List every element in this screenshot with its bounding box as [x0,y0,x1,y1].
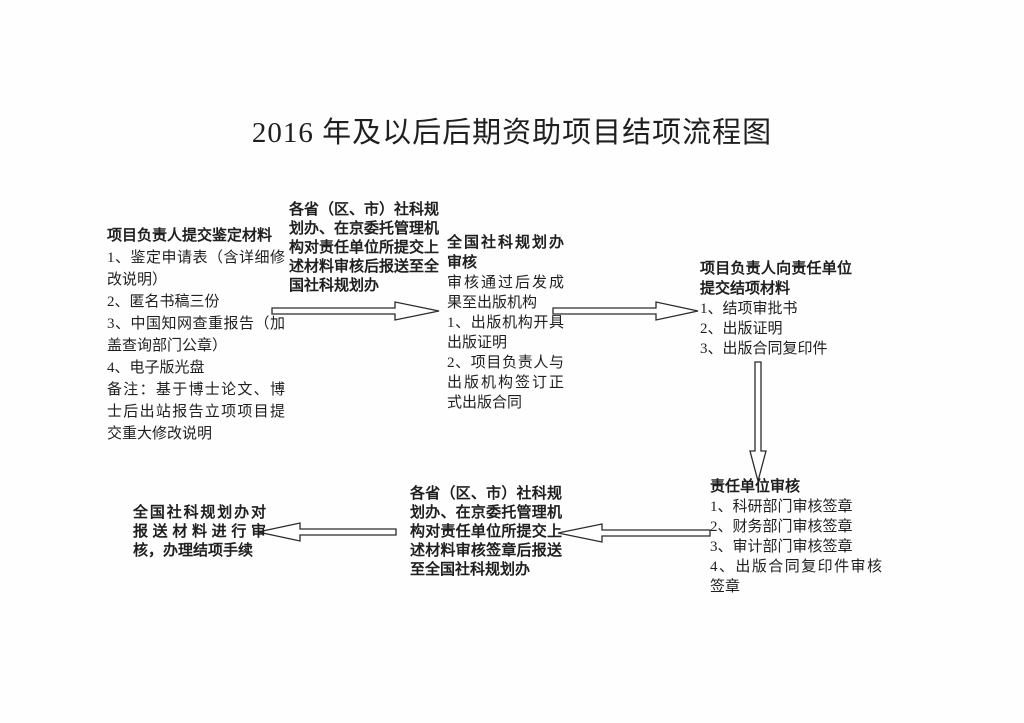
step-item: 1、结项审批书 [700,301,798,317]
step-heading: 项目负责人向责任单位提交结项材料 [700,261,852,297]
step-item: 2、匿名书稿三份 [107,294,220,310]
flow-step-national-review: 全国社科规划办审核 审核通过后发成果至出版机构 1、出版机构开具出版证明 2、项… [447,233,564,413]
step-text: 各省（区、市）社科规划办、在京委托管理机构对责任单位所提交上述材料审核签章后报送… [410,486,562,578]
flow-step-provincial-forward: 各省（区、市）社科规划办、在京委托管理机构对责任单位所提交上述材料审核后报送至全… [289,201,439,296]
flow-arrow-left-icon [557,523,711,543]
step-item: 3、中国知网查重报告（加盖查询部门公章） [107,316,285,354]
step-item: 2、财务部门审核签章 [710,519,853,535]
flow-step-final-review: 全国社科规划办对报送材料进行审核，办理结项手续 [133,504,266,561]
step-item: 1、鉴定申请表（含详细修改说明） [107,250,285,288]
step-item: 3、审计部门审核签章 [710,539,853,555]
flow-step-submit-appraisal-materials: 项目负责人提交鉴定材料 1、鉴定申请表（含详细修改说明） 2、匿名书稿三份 3、… [107,225,285,445]
flow-step-unit-review: 责任单位审核 1、科研部门审核签章 2、财务部门审核签章 3、审计部门审核签章 … [710,477,882,597]
step-item: 4、电子版光盘 [107,360,205,376]
step-heading: 全国社科规划办审核 [447,235,564,271]
step-item: 4、出版合同复印件审核签章 [710,559,882,595]
step-text: 各省（区、市）社科规划办、在京委托管理机构对责任单位所提交上述材料审核后报送至全… [289,202,440,294]
flow-arrow-right-icon [552,301,699,321]
step-note: 审核通过后发成果至出版机构 [447,275,564,311]
step-item: 2、出版证明 [700,321,783,337]
step-text: 全国社科规划办对报送材料进行审核，办理结项手续 [133,505,266,559]
step-item: 1、出版机构开具出版证明 [447,315,564,351]
flow-arrow-right-icon [271,301,440,321]
page-title: 2016 年及以后后期资助项目结项流程图 [251,117,773,149]
flow-arrow-left-icon [257,522,397,542]
flow-step-submit-completion-materials: 项目负责人向责任单位提交结项材料 1、结项审批书 2、出版证明 3、出版合同复印… [700,259,872,359]
flow-arrow-down-icon [749,361,767,483]
step-item: 2、项目负责人与出版机构签订正式出版合同 [447,355,564,411]
step-item: 3、出版合同复印件 [700,341,828,357]
step-item: 1、科研部门审核签章 [710,499,853,515]
flow-step-provincial-forward-2: 各省（区、市）社科规划办、在京委托管理机构对责任单位所提交上述材料审核签章后报送… [410,485,562,580]
step-heading: 项目负责人提交鉴定材料 [107,228,273,244]
step-heading: 责任单位审核 [710,479,801,495]
step-item: 备注：基于博士论文、博士后出站报告立项项目提交重大修改说明 [107,382,285,442]
